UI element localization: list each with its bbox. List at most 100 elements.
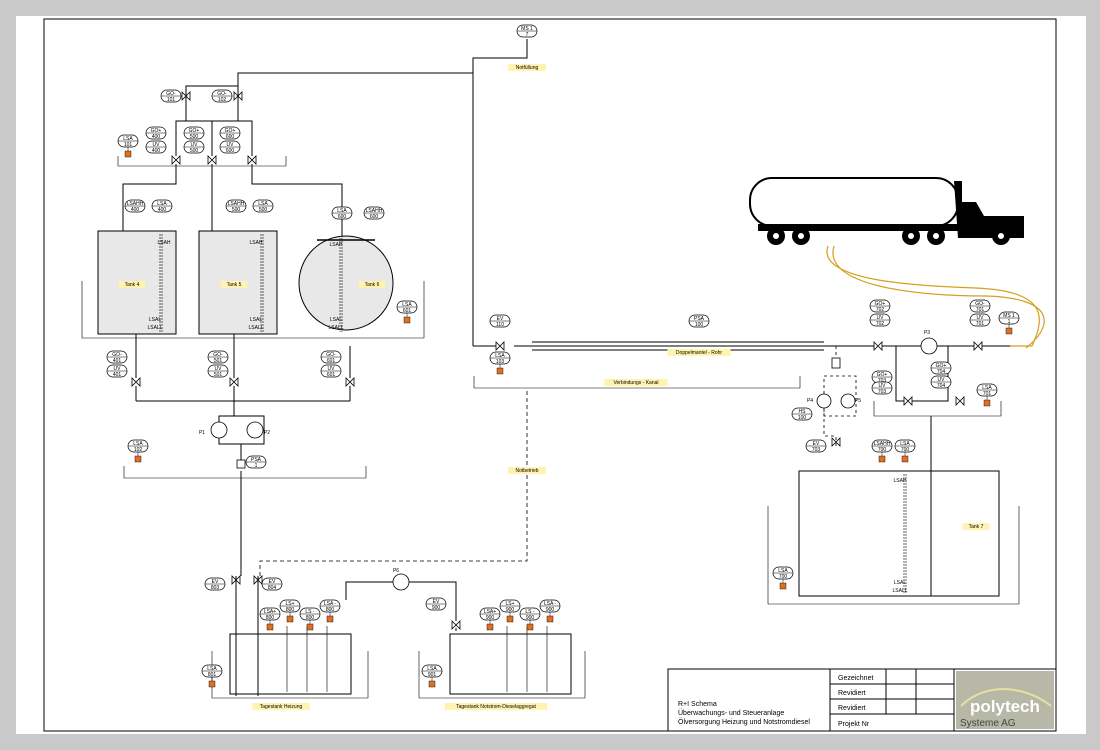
svg-text:LSAH: LSAH (157, 240, 170, 246)
svg-text:LSAL: LSAL (894, 580, 906, 586)
bund-pumps (123, 466, 367, 479)
instrument-tag-text: 801 (208, 672, 217, 678)
label-lsah: LSAH (329, 242, 342, 248)
instrument-tag-text: 401 (113, 358, 122, 364)
label-verbindungskanal: Verbindungs - Kanal (604, 379, 668, 386)
instrument-tag-text: 900 (486, 615, 495, 621)
svg-text:LSALL: LSALL (328, 325, 343, 331)
instrument-tag-text: LSA (258, 201, 268, 207)
verbindungskanal-bund (473, 376, 801, 389)
instrument-tag-text: 600 (338, 214, 347, 220)
label-lsall: LSALL (328, 325, 343, 331)
instrument-tag-text: LSAHH (228, 201, 245, 207)
title-line2: Überwachungs- und Steueranlage (678, 709, 784, 717)
instrument-tag-text: 900 (546, 607, 555, 613)
instrument-go-600: GO+600 (219, 126, 241, 140)
instrument-tag-text: 1 (255, 463, 258, 469)
instrument-tag-text: LSA (900, 441, 910, 447)
instrument-tag-text: 702 (876, 321, 885, 327)
sensor-marker (124, 150, 132, 158)
instrument-tag-text: 701 (976, 307, 985, 313)
tanker-truck-illustration (749, 177, 1024, 245)
instrument-tag-text: LSA (402, 302, 412, 308)
instrument-tag-text: 100 (695, 322, 704, 328)
instrument-tag-text: PSA (251, 457, 262, 463)
instrument-tag-text: EV (433, 599, 440, 605)
instrument-tag-text: 601 (327, 358, 336, 364)
svg-text:LSAH: LSAH (893, 478, 906, 484)
instrument-tag-text: PSA (694, 316, 705, 322)
instrument-tag-text: LSA+ (484, 609, 496, 615)
svg-text:Notfüllung: Notfüllung (516, 65, 539, 71)
instrument-tag-text: GO- (217, 91, 227, 97)
instrument-go-701: GO-701 (969, 299, 991, 313)
instrument-tag-text: 703 (878, 389, 887, 395)
instrument-tag-text: 800 (326, 607, 335, 613)
svg-text:Notbetrieb: Notbetrieb (515, 468, 538, 474)
instrument-tag-text: 901 (428, 672, 437, 678)
instrument-tag-text: 500 (259, 207, 268, 213)
revidiert-label-2: Revidiert (838, 705, 866, 712)
instrument-tag-text: 500 (190, 148, 199, 154)
instrument-tag-text: 401 (113, 372, 122, 378)
instrument-tag-text: 102 (134, 447, 143, 453)
instrument-go-702: GO+702 (869, 299, 891, 313)
sensor-marker (496, 367, 504, 375)
instrument-ls-900b: LS -900 (519, 607, 541, 631)
instrument-tag-text: GO+ (151, 128, 162, 134)
title-line3: Ölversorgung Heizung und Notstromdiesel (678, 718, 810, 726)
title-line1: R+I Schema (678, 701, 717, 708)
instrument-tag-text: MS 1 (1003, 313, 1015, 319)
instrument-tag-text: 600 (370, 214, 379, 220)
instrument-tag-text: GO+ (225, 128, 236, 134)
instrument-tag-text: 110 (496, 322, 504, 328)
instrument-tag-text: 804 (268, 585, 277, 591)
svg-text:Doppelmantel - Rohr: Doppelmantel - Rohr (676, 350, 722, 356)
instrument-tag-text: LSAHH (874, 441, 891, 447)
pipework (122, 39, 1010, 696)
instrument-tag-text: 800 (306, 615, 315, 621)
label-tank7: Tank 7 (962, 523, 990, 530)
instrument-tag-text: UV (877, 315, 885, 321)
svg-text:LSAL: LSAL (149, 317, 161, 323)
projekt-nr-label: Projekt Nr (838, 721, 870, 728)
instrument-ls-800b: LS -800 (299, 607, 321, 631)
valve-102 (233, 91, 243, 101)
instrument-tag-text: 101 (124, 142, 133, 148)
instrument-tag-text: 800 (266, 615, 275, 621)
svg-text:P3: P3 (924, 330, 930, 336)
instrument-tag-text: LSA (207, 666, 217, 672)
instrument-tag-text: 703 (812, 447, 821, 453)
instrument-tag-text: UV (328, 366, 336, 372)
instrument-tag-text: GO+ (877, 372, 888, 378)
bund-tanks-456 (81, 281, 425, 339)
label-notfuellung: Notfüllung (508, 64, 546, 71)
logo-text: polytech (970, 697, 1040, 716)
instrument-tag-text: 400 (152, 134, 161, 140)
valves (131, 91, 983, 630)
instrument-tag-text: 703 (878, 378, 887, 384)
svg-text:P6: P6 (393, 568, 399, 574)
svg-text:LSALL: LSALL (892, 588, 907, 594)
instrument-tag-text: 600 (226, 134, 235, 140)
revidiert-label-1: Revidiert (838, 690, 866, 697)
filter (831, 357, 841, 369)
instrument-tag-text: 704 (937, 383, 946, 389)
instrument-tag-text: UV (879, 383, 887, 389)
